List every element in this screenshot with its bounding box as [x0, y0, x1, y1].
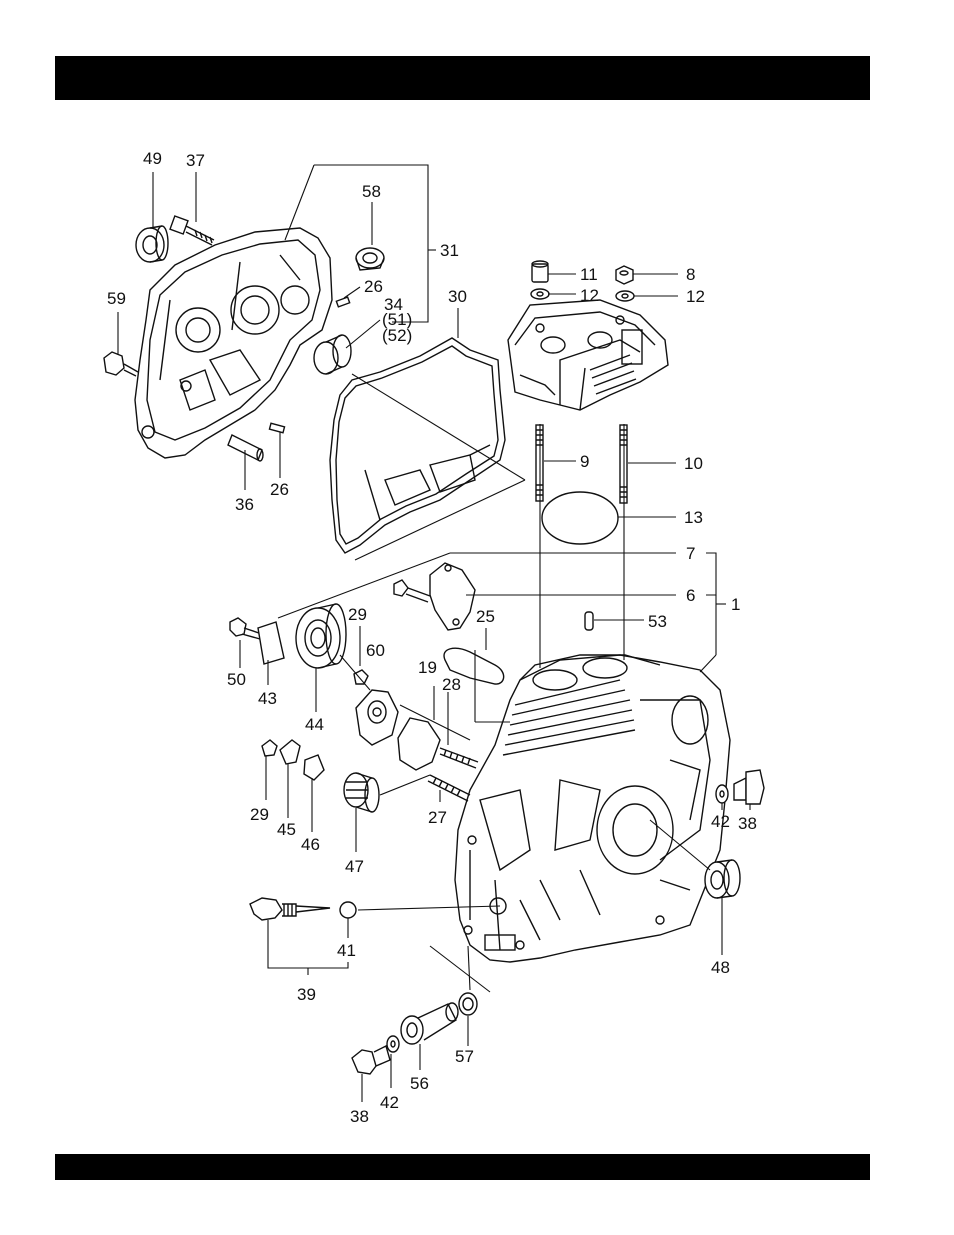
callout-6: 6: [686, 586, 695, 605]
callout-46: 46: [301, 835, 320, 854]
o-ring-41: [340, 902, 356, 918]
callout-9: 9: [580, 452, 589, 471]
callout-52: (52): [382, 326, 412, 345]
callout-56: 56: [410, 1074, 429, 1093]
callout-13: 13: [684, 508, 703, 527]
callout-38a: 38: [738, 814, 757, 833]
callout-26a: 26: [364, 277, 383, 296]
cover-6: [430, 563, 475, 630]
callout-39: 39: [297, 985, 316, 1004]
stud-27: [428, 775, 470, 801]
callout-57: 57: [455, 1047, 474, 1066]
callout-47: 47: [345, 857, 364, 876]
callout-8: 8: [686, 265, 695, 284]
washer-12-left: [531, 289, 549, 299]
bolt-7: [394, 580, 430, 602]
drain-56: [401, 1003, 458, 1044]
callout-29a: 29: [348, 605, 367, 624]
callout-53: 53: [648, 612, 667, 631]
callout-49: 49: [143, 149, 162, 168]
bearing-49: [136, 226, 168, 262]
dipstick-39: [250, 898, 330, 920]
callout-42a: 42: [711, 812, 730, 831]
bearing-47: [344, 773, 379, 812]
washer-42-right: [716, 785, 728, 803]
callout-11: 11: [580, 265, 598, 284]
callout-36: 36: [235, 495, 254, 514]
nut-11: [532, 261, 548, 282]
washer-42-lower: [387, 1036, 399, 1052]
bearing-44: [296, 604, 346, 668]
housing-60: [356, 690, 398, 745]
pin-53: [585, 612, 593, 630]
leader-lines: [118, 165, 750, 1102]
gasket-19: [398, 718, 440, 770]
callout-38b: 38: [350, 1107, 369, 1126]
callout-58: 58: [362, 182, 381, 201]
callout-27: 27: [428, 808, 447, 827]
callout-43: 43: [258, 689, 277, 708]
callout-19: 19: [418, 658, 437, 677]
callout-50: 50: [227, 670, 246, 689]
callout-37: 37: [186, 151, 205, 170]
callout-12b: 12: [686, 287, 705, 306]
callout-60: 60: [366, 641, 385, 660]
callout-41: 41: [337, 941, 356, 960]
bushing-34: [314, 335, 351, 374]
pin-26-lower: [269, 423, 284, 432]
nut-8: [616, 266, 633, 284]
callout-59: 59: [107, 289, 126, 308]
ring-57: [459, 993, 477, 1015]
callout-12a: 12: [580, 286, 599, 305]
callout-28: 28: [442, 675, 461, 694]
o-ring-13: [542, 492, 618, 544]
bolt-37: [170, 216, 214, 245]
gear-case-cover: [135, 228, 332, 458]
callout-30: 30: [448, 287, 467, 306]
seal-48: [705, 860, 740, 898]
washer-46: [304, 755, 324, 780]
gasket-30: [330, 338, 505, 553]
crankcase-block: [455, 655, 730, 962]
callout-25: 25: [476, 607, 495, 626]
bolt-50: [230, 618, 262, 639]
callout-29b: 29: [250, 805, 269, 824]
callout-45: 45: [277, 820, 296, 839]
stud-28: [440, 748, 478, 768]
callout-7: 7: [686, 544, 695, 563]
callout-1: 1: [731, 595, 740, 614]
callout-26b: 26: [270, 480, 289, 499]
plug-38-lower: [352, 1046, 390, 1074]
washer-12-right: [616, 291, 634, 301]
nut-29-lower: [262, 740, 277, 756]
callout-48: 48: [711, 958, 730, 977]
cylinder-head: [508, 300, 668, 410]
pin-26-upper: [336, 297, 349, 307]
seal-58: [356, 248, 384, 270]
callout-44: 44: [305, 715, 324, 734]
callout-10: 10: [684, 454, 703, 473]
nut-59: [104, 352, 138, 376]
callout-42b: 42: [380, 1093, 399, 1112]
washer-45: [280, 740, 300, 764]
plug-38-right: [734, 770, 764, 804]
nut-29-upper: [354, 670, 368, 684]
plate-43: [258, 622, 284, 664]
callout-31: 31: [440, 241, 459, 260]
